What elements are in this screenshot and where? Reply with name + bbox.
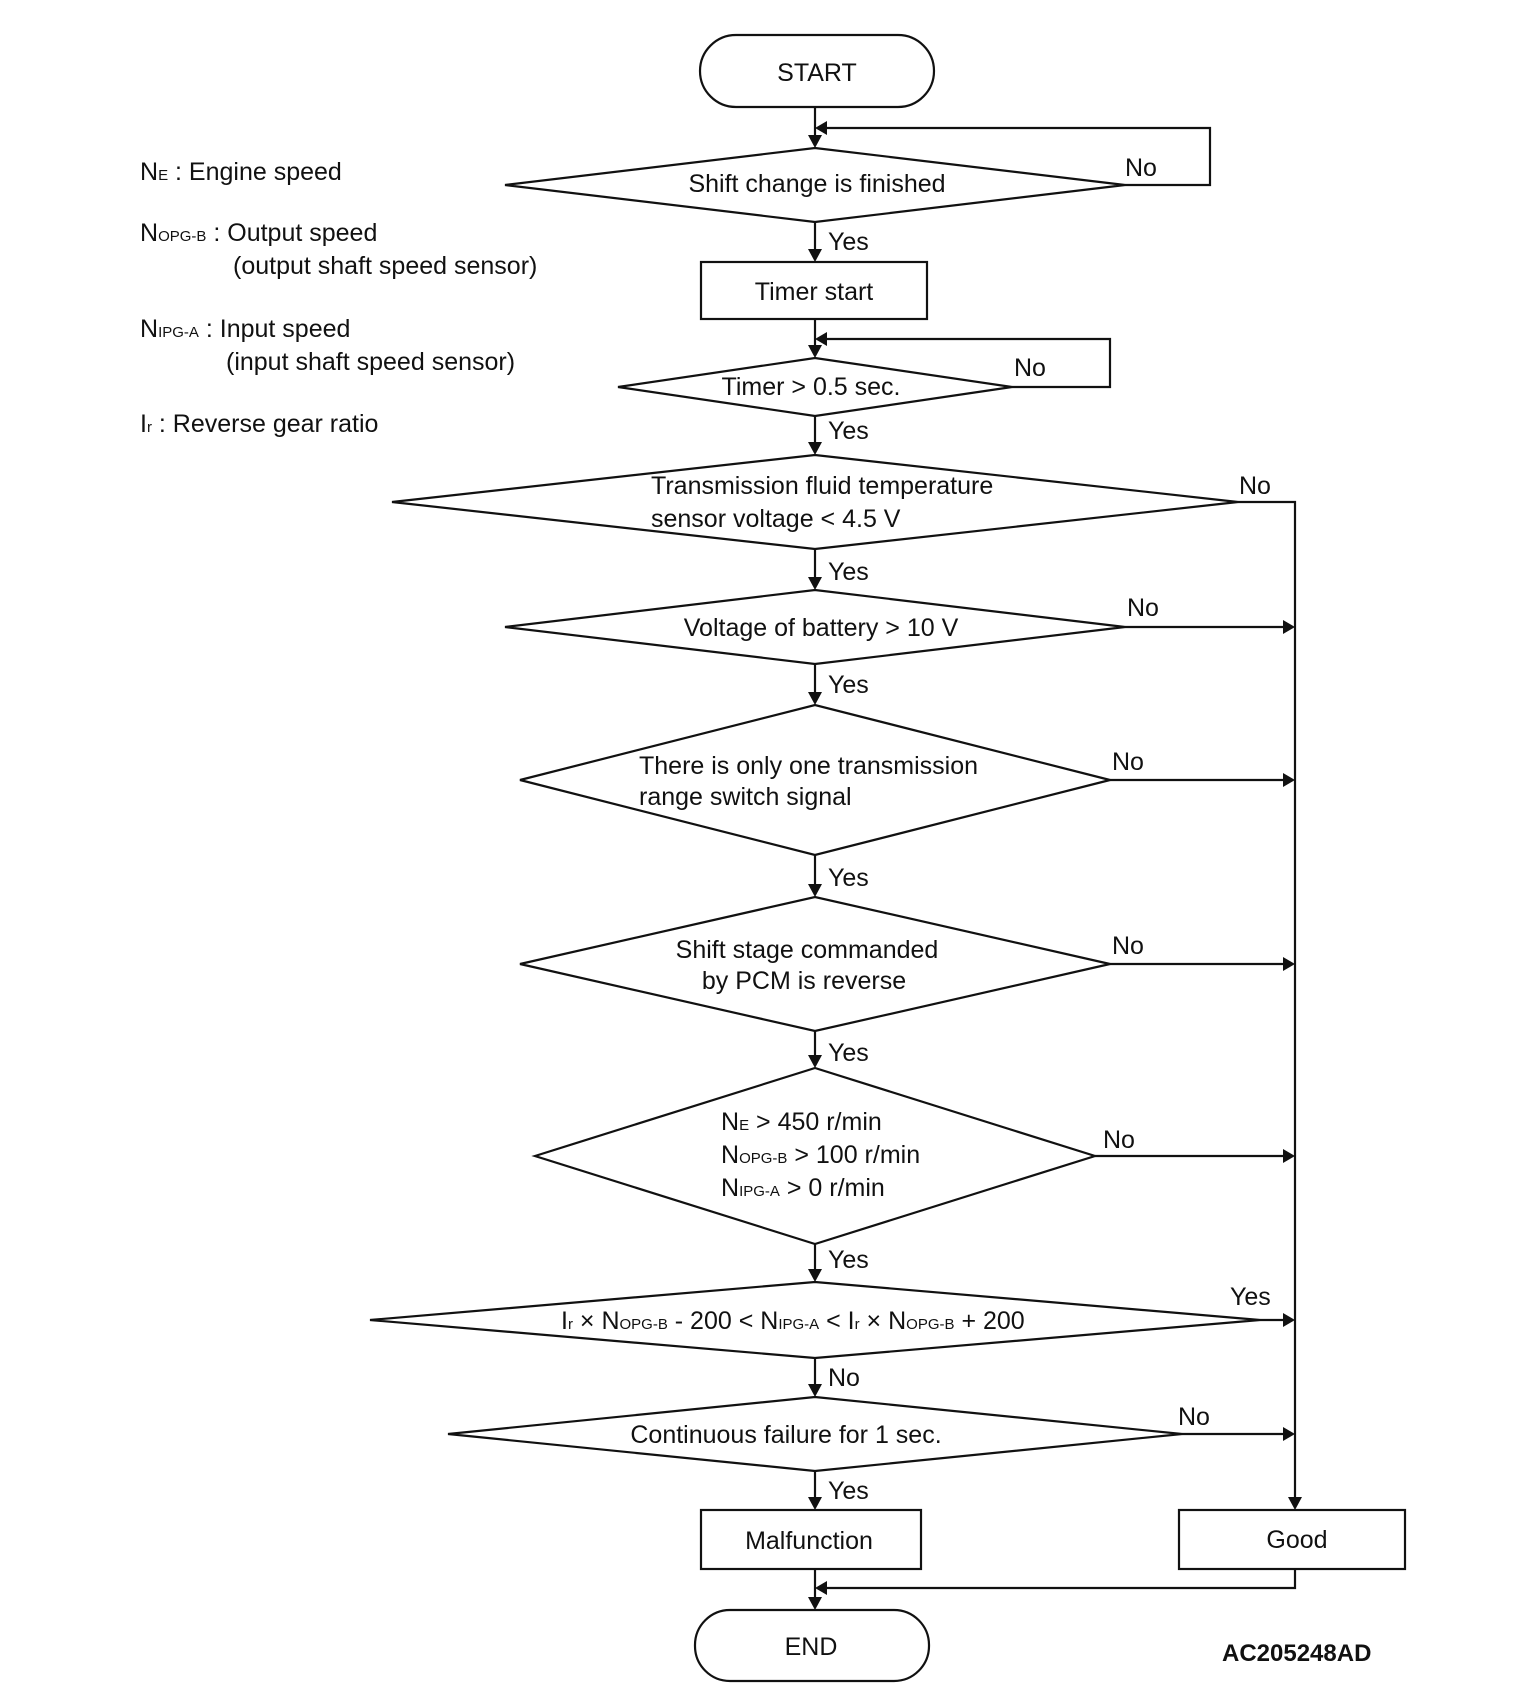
- right-trunk-to-good: [1238, 500, 1297, 1502]
- arrow-head: [1283, 1313, 1295, 1327]
- label-no-timer: No: [1014, 354, 1046, 382]
- timer-start-label: Timer start: [755, 278, 874, 306]
- label-yes-speed: Yes: [828, 1246, 869, 1274]
- arrow-head: [815, 1581, 827, 1595]
- fluid-temp-label-1: Transmission fluid temperature: [651, 472, 993, 500]
- label-no-shift: No: [1125, 154, 1157, 182]
- speed-cond-nipg: NIPG-A > 0 r/min: [721, 1174, 885, 1202]
- arrow-head: [808, 345, 822, 358]
- label-no-battery: No: [1127, 594, 1159, 622]
- arrow-head: [815, 332, 827, 346]
- arrow-head: [808, 1497, 822, 1510]
- fluid-temp-decision: [391, 453, 1239, 551]
- label-yes-shift-stage: Yes: [828, 1039, 869, 1067]
- good-box: [1177, 1508, 1407, 1571]
- label-no-speed: No: [1103, 1126, 1135, 1154]
- range-switch-label-2: range switch signal: [639, 783, 852, 811]
- label-no-shift-stage: No: [1112, 932, 1144, 960]
- fluid-temp-label-2: sensor voltage < 4.5 V: [651, 505, 901, 533]
- range-switch-label-1: There is only one transmission: [639, 752, 978, 780]
- legend-nopg-detail: (output shaft speed sensor): [233, 252, 537, 280]
- legend: NE : Engine speed NOPG-B : Output speed …: [140, 158, 537, 438]
- arrow-head: [1283, 620, 1295, 634]
- timer-check-label: Timer > 0.5 sec.: [722, 373, 901, 401]
- shift-stage-label-2: by PCM is reverse: [702, 967, 906, 995]
- arrow-head: [1288, 1497, 1302, 1510]
- arrow-head: [808, 1597, 822, 1610]
- arrow-head: [815, 121, 827, 135]
- loop-timer-no: [827, 337, 1112, 389]
- label-yes-timer: Yes: [828, 417, 869, 445]
- figure-code: AC205248AD: [1222, 1640, 1371, 1667]
- legend-nopg: NOPG-B : Output speed: [140, 219, 377, 247]
- legend-ne: NE : Engine speed: [140, 158, 342, 186]
- good-to-end-connector: [827, 1569, 1297, 1590]
- arrow-head: [808, 249, 822, 262]
- malfunction-box: [699, 1508, 923, 1571]
- label-no-ratio: No: [828, 1364, 860, 1392]
- arrow-head: [808, 692, 822, 705]
- start-label: START: [777, 59, 857, 87]
- end-terminal: [693, 1608, 931, 1683]
- legend-nipg: NIPG-A : Input speed: [140, 315, 350, 343]
- arrow-head: [1283, 957, 1295, 971]
- shift-stage-label-1: Shift stage commanded: [676, 936, 939, 964]
- arrow-head: [808, 135, 822, 148]
- continuous-failure-label: Continuous failure for 1 sec.: [630, 1421, 941, 1449]
- arrow-head: [808, 1384, 822, 1397]
- arrow-head: [808, 1269, 822, 1282]
- ratio-check-label: Ir × NOPG-B - 200 < NIPG-A < Ir × NOPG-B…: [561, 1307, 1025, 1335]
- malfunction-label: Malfunction: [745, 1527, 873, 1555]
- start-terminal: [698, 33, 936, 109]
- end-label: END: [785, 1633, 838, 1661]
- legend-nipg-detail: (input shaft speed sensor): [226, 348, 515, 376]
- branch-labels: No Yes No Yes No Yes No Yes No Yes No Ye…: [828, 154, 1271, 1505]
- label-yes-range: Yes: [828, 864, 869, 892]
- label-yes-fluid: Yes: [828, 558, 869, 586]
- label-yes-continuous: Yes: [828, 1477, 869, 1505]
- loop-shift-no: [827, 126, 1212, 187]
- arrow-head: [808, 1055, 822, 1068]
- label-yes-ratio: Yes: [1230, 1283, 1271, 1311]
- speed-cond-ne: NE > 450 r/min: [721, 1108, 882, 1136]
- label-yes-shift: Yes: [828, 228, 869, 256]
- shift-finished-label: Shift change is finished: [688, 170, 945, 198]
- label-no-continuous: No: [1178, 1403, 1210, 1431]
- arrow-head: [808, 884, 822, 897]
- legend-ir: Ir : Reverse gear ratio: [140, 410, 378, 438]
- arrow-head: [1283, 773, 1295, 787]
- label-no-fluid: No: [1239, 472, 1271, 500]
- arrow-head: [1283, 1149, 1295, 1163]
- good-label: Good: [1266, 1526, 1327, 1554]
- arrow-head: [808, 577, 822, 590]
- shift-stage-decision: [519, 895, 1111, 1033]
- connectors: [808, 107, 1302, 1610]
- label-yes-battery: Yes: [828, 671, 869, 699]
- speed-cond-nopg: NOPG-B > 100 r/min: [721, 1141, 920, 1169]
- range-switch-decision: [519, 703, 1111, 857]
- label-no-range: No: [1112, 748, 1144, 776]
- arrow-head: [808, 442, 822, 455]
- battery-label: Voltage of battery > 10 V: [684, 614, 959, 642]
- arrow-head: [1283, 1427, 1295, 1441]
